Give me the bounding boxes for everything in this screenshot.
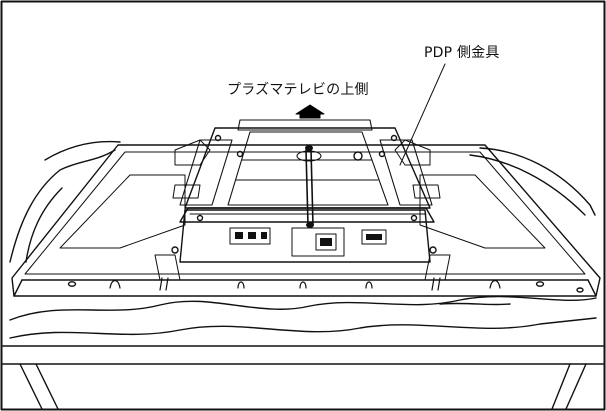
leader-line-pdp-bracket [399, 63, 446, 166]
label-pdp-bracket: PDP 側金具 [424, 45, 500, 61]
soft-cloth [9, 140, 597, 339]
plasma-tv [11, 139, 601, 297]
table [2, 345, 604, 410]
top-side-arrow [295, 104, 325, 119]
pdp-bracket [172, 119, 441, 228]
label-plasma-tv-top-side: プラズマテレビの上側 [227, 82, 369, 98]
